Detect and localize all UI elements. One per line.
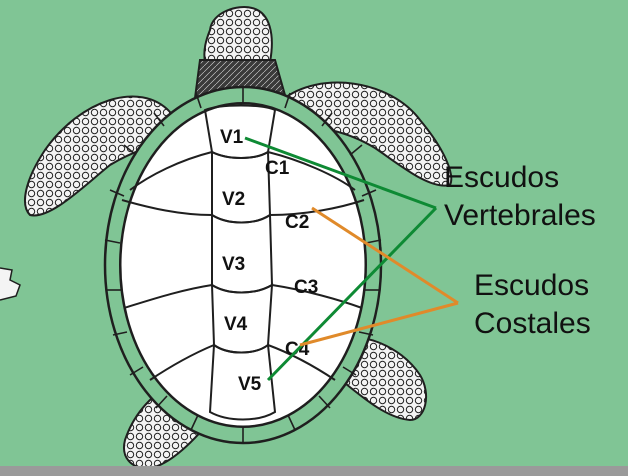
bottom-strip: [0, 466, 628, 476]
vertebral-caption-line2: Vertebrales: [444, 199, 596, 232]
costal-caption-line1: Escudos: [474, 269, 589, 302]
label-v5: V5: [238, 374, 262, 395]
label-v4: V4: [224, 314, 248, 335]
edge-fragment: [0, 268, 20, 300]
label-v2: V2: [222, 189, 245, 210]
costal-caption-line2: Costales: [474, 307, 591, 340]
label-c3: C3: [294, 277, 318, 298]
turtle-head: [204, 7, 271, 62]
label-v3: V3: [222, 254, 245, 275]
label-c1: C1: [265, 158, 290, 179]
vertebral-caption-line1: Escudos: [444, 161, 559, 194]
label-c2: C2: [285, 212, 309, 233]
label-v1: V1: [220, 127, 244, 148]
